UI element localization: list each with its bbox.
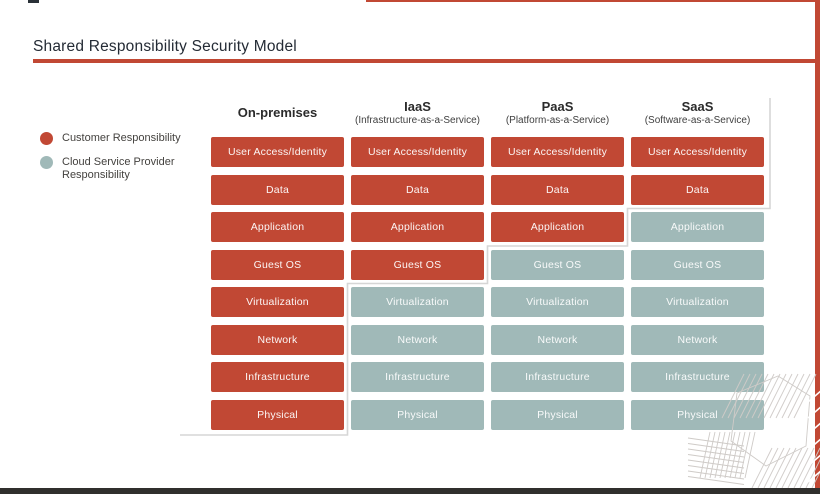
matrix-cell: Physical — [351, 399, 484, 430]
matrix-cell: Physical — [631, 399, 764, 430]
matrix-cell: Network — [211, 324, 344, 355]
legend-label: Cloud Service Provider Responsibility — [62, 156, 175, 181]
provider-dot-icon — [40, 156, 53, 169]
matrix-cell: Guest OS — [491, 249, 624, 280]
matrix-cell: Infrastructure — [351, 362, 484, 392]
column-title: PaaS — [541, 98, 574, 114]
column-subtitle: (Software-as-a-Service) — [644, 114, 751, 126]
column-saas: SaaS (Software-as-a-Service) User Access… — [631, 92, 764, 430]
matrix-cell: User Access/Identity — [491, 137, 624, 167]
top-left-tick — [28, 0, 39, 3]
column-header: SaaS (Software-as-a-Service) — [631, 92, 764, 134]
right-accent-strip — [815, 0, 820, 494]
matrix-cell: Data — [211, 174, 344, 205]
matrix-cell: Virtualization — [631, 287, 764, 317]
top-accent-border — [366, 0, 820, 2]
matrix-cell: Network — [491, 324, 624, 355]
column-title: SaaS — [681, 98, 714, 114]
matrix-cell: User Access/Identity — [631, 137, 764, 167]
column-subtitle: (Platform-as-a-Service) — [505, 114, 610, 126]
matrix-cell: User Access/Identity — [351, 137, 484, 167]
matrix-cell: Guest OS — [211, 249, 344, 280]
legend-label: Customer Responsibility — [62, 132, 181, 144]
customer-dot-icon — [40, 132, 53, 145]
legend: Customer Responsibility Cloud Service Pr… — [40, 132, 190, 193]
column-title: On-premises — [237, 105, 318, 120]
matrix-cell: Network — [351, 324, 484, 355]
column-header: On-premises — [211, 92, 344, 134]
matrix-cell: Application — [631, 212, 764, 242]
matrix-cell: Infrastructure — [211, 362, 344, 392]
title-accent-rule — [33, 59, 820, 63]
matrix-cell: Physical — [211, 399, 344, 430]
column-title: IaaS — [404, 98, 431, 114]
matrix-cell: Guest OS — [631, 249, 764, 280]
matrix-cell: User Access/Identity — [211, 137, 344, 167]
matrix-cell: Network — [631, 324, 764, 355]
legend-item-provider: Cloud Service Provider Responsibility — [40, 156, 190, 182]
matrix-cell: Application — [351, 212, 484, 242]
legend-item-customer: Customer Responsibility — [40, 132, 190, 145]
matrix-cell: Data — [631, 174, 764, 205]
matrix-cell: Infrastructure — [631, 362, 764, 392]
matrix-cell: Infrastructure — [491, 362, 624, 392]
column-subtitle: (Infrastructure-as-a-Service) — [354, 114, 481, 126]
matrix-cell: Virtualization — [491, 287, 624, 317]
page-title: Shared Responsibility Security Model — [33, 38, 297, 56]
column-paas: PaaS (Platform-as-a-Service) User Access… — [491, 92, 624, 430]
matrix-cell: Application — [491, 212, 624, 242]
column-iaas: IaaS (Infrastructure-as-a-Service) User … — [351, 92, 484, 430]
bottom-bar — [0, 488, 820, 494]
matrix-cell: Virtualization — [211, 287, 344, 317]
matrix-cell: Application — [211, 212, 344, 242]
column-header: PaaS (Platform-as-a-Service) — [491, 92, 624, 134]
matrix-cell: Data — [351, 174, 484, 205]
column-header: IaaS (Infrastructure-as-a-Service) — [351, 92, 484, 134]
matrix-cell: Physical — [491, 399, 624, 430]
matrix-cell: Virtualization — [351, 287, 484, 317]
matrix-cell: Data — [491, 174, 624, 205]
matrix-cell: Guest OS — [351, 249, 484, 280]
